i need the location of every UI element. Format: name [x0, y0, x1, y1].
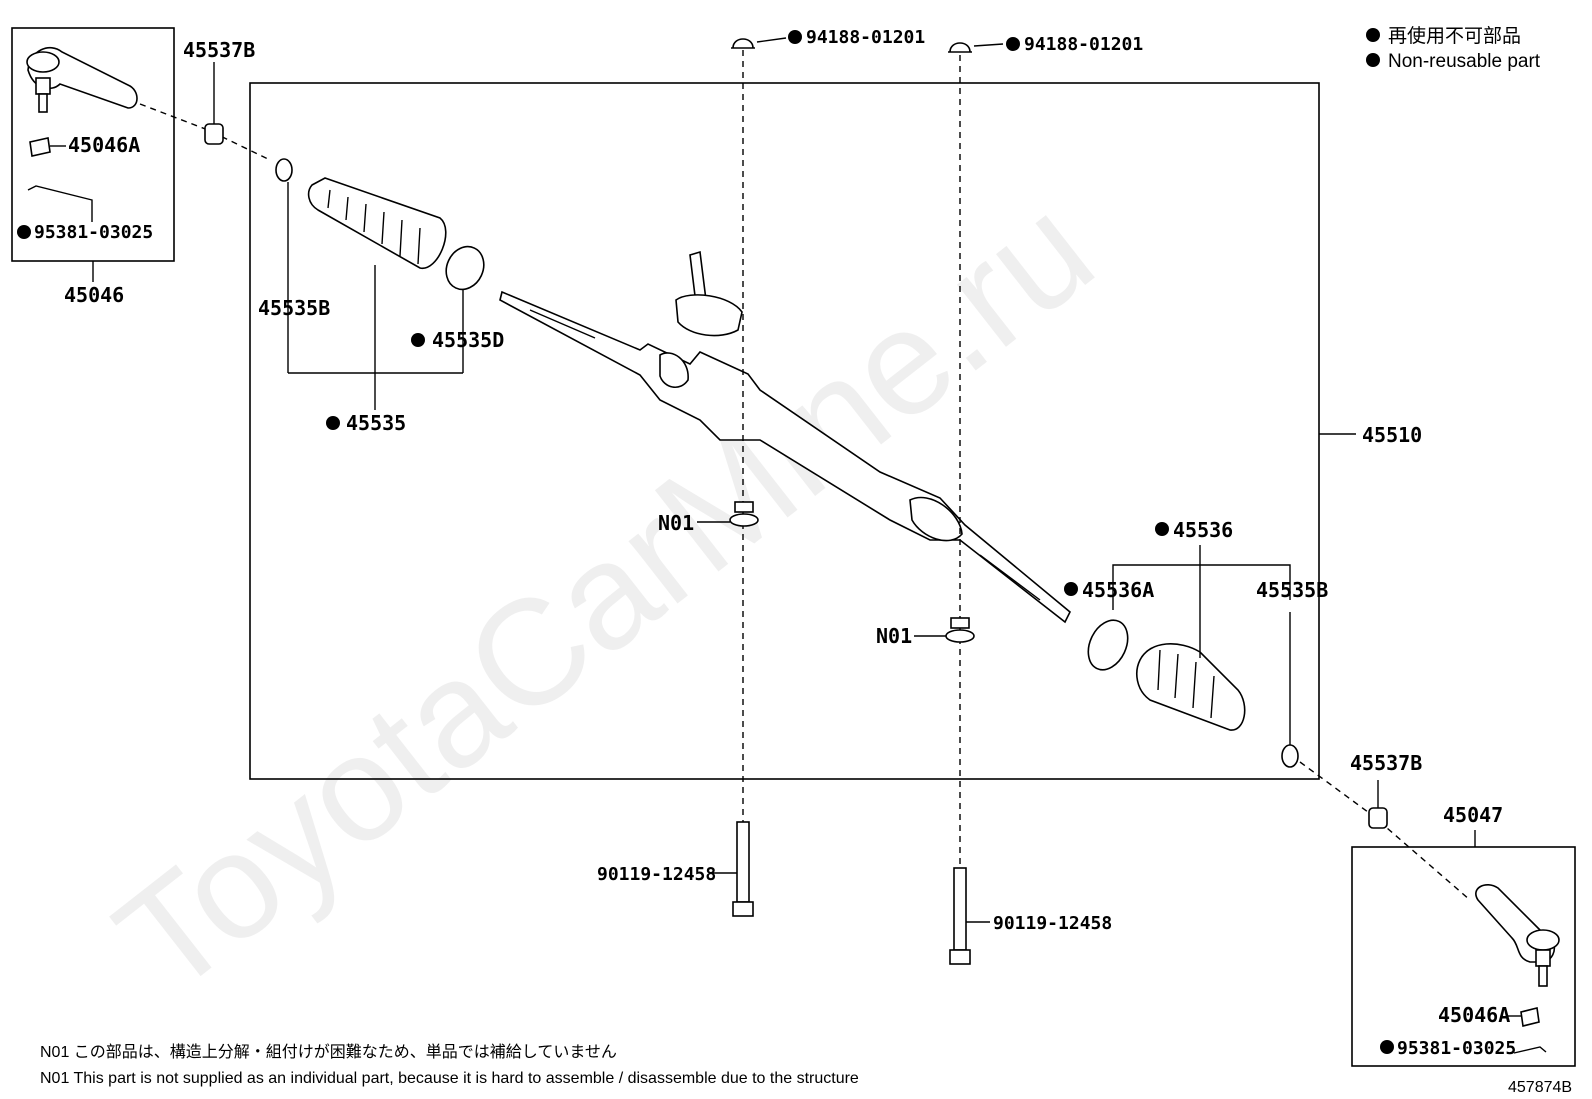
- label-45046A-left: 45046A: [68, 133, 140, 157]
- legend: 再使用不可部品 Non-reusable part: [1366, 25, 1541, 72]
- steering-rack-45510: [499, 250, 1071, 624]
- bushing-N01-left: [697, 501, 759, 527]
- label-90119-left: 90119-12458: [597, 864, 716, 885]
- clamp-ring-45535D-left: [445, 245, 485, 373]
- label-45535B-left: 45535B: [258, 296, 330, 320]
- label-45510: 45510: [1362, 423, 1422, 447]
- label-94188-right: 94188-01201: [1024, 34, 1143, 55]
- assembly-frame-45510: [249, 82, 1320, 780]
- non-reusable-bullet-icon: [326, 416, 340, 430]
- tie-rod-end-box-right: [1351, 846, 1576, 1067]
- note-jp: N01 この部品は、構造上分解・組付けが困難なため、単品では補給していません: [40, 1043, 617, 1061]
- clamp-ring-45536A-right: [1087, 619, 1129, 671]
- non-reusable-bullet-icon: [1006, 37, 1020, 51]
- label-N01-right: N01: [876, 624, 912, 648]
- cotter-pin-right: [1513, 1046, 1547, 1054]
- non-reusable-bullet-icon: [1155, 522, 1169, 536]
- tie-rod-end-right: [1475, 884, 1560, 987]
- non-reusable-bullet-icon: [17, 225, 31, 239]
- grommet-45537B-left: [204, 62, 224, 145]
- boot-45535-left: [307, 177, 447, 410]
- label-45046A-right: 45046A: [1438, 1003, 1510, 1027]
- label-N01-left: N01: [658, 511, 694, 535]
- label-45535D: 45535D: [432, 328, 504, 352]
- non-reusable-bullet-icon: [788, 30, 802, 44]
- non-reusable-bullet-icon: [411, 333, 425, 347]
- bushing-N01-right: [914, 617, 975, 643]
- label-95381-right: 95381-03025: [1397, 1038, 1516, 1059]
- legend-jp: 再使用不可部品: [1388, 25, 1521, 47]
- clamp-45535B-right: [1281, 612, 1299, 768]
- label-95381-left: 95381-03025: [34, 222, 153, 243]
- cap-94188-left: [731, 37, 787, 49]
- non-reusable-bullet-icon: [1366, 53, 1380, 67]
- non-reusable-bullet-icon: [1380, 1040, 1394, 1054]
- leader-45536: [1112, 564, 1291, 610]
- nut-45046A-left: [29, 137, 66, 157]
- bolt-90119-left: [711, 821, 754, 917]
- label-45535B-right: 45535B: [1256, 578, 1328, 602]
- bolt-90119-right: [949, 867, 990, 965]
- label-45536A: 45536A: [1082, 578, 1154, 602]
- grommet-45537B-right: [1368, 780, 1388, 829]
- label-45537B-left: 45537B: [183, 38, 255, 62]
- label-45536: 45536: [1173, 518, 1233, 542]
- watermark: ToyotaCarMine.ru: [86, 164, 1122, 1025]
- diagram-id: 457874B: [1508, 1079, 1572, 1096]
- label-94188-left: 94188-01201: [806, 27, 925, 48]
- legend-en: Non-reusable part: [1388, 51, 1541, 72]
- note-en: N01 This part is not supplied as an indi…: [40, 1070, 859, 1087]
- non-reusable-bullet-icon: [1064, 582, 1078, 596]
- label-45046: 45046: [64, 283, 124, 307]
- non-reusable-bullet-icon: [1366, 28, 1380, 42]
- label-45535: 45535: [346, 411, 406, 435]
- cotter-pin-left: [27, 185, 93, 222]
- boot-45536-right: [1136, 545, 1246, 731]
- label-45047: 45047: [1443, 803, 1503, 827]
- label-45537B-right: 45537B: [1350, 751, 1422, 775]
- label-90119-right: 90119-12458: [993, 913, 1112, 934]
- nut-45046A-right: [1508, 1007, 1540, 1027]
- tie-rod-end-left: [26, 46, 138, 113]
- cap-94188-right: [948, 42, 1004, 53]
